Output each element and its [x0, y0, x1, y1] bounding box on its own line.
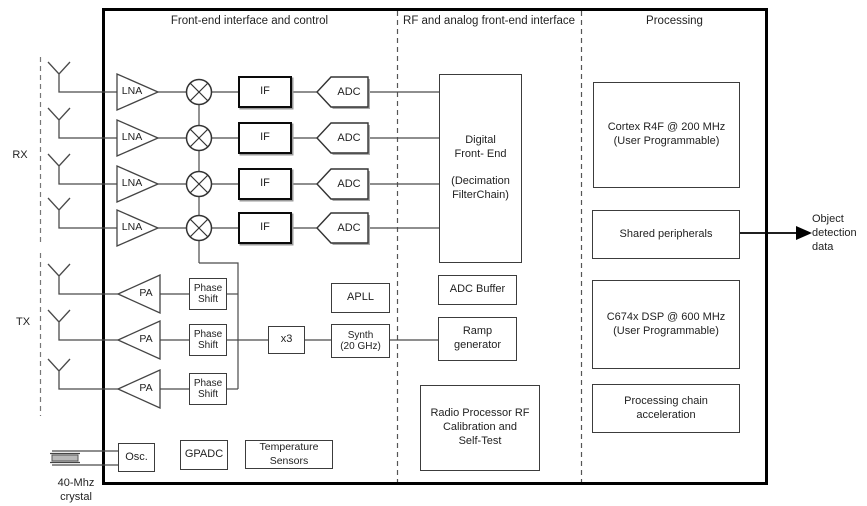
- section-title-processing: Processing: [646, 15, 703, 27]
- adc-pentagon-4: [316, 212, 369, 244]
- tx-antenna-icons: [47, 263, 118, 390]
- pa-triangle-1: [116, 273, 161, 315]
- adc-label-2: ADC: [337, 131, 361, 144]
- if-block-2: IF: [238, 122, 292, 154]
- pa-triangle-2: [116, 319, 161, 361]
- if-block-4: IF: [238, 212, 292, 244]
- tx-chain-wires: [160, 293, 189, 390]
- phase-shift-block-2: Phase Shift: [189, 324, 227, 356]
- chip-boundary-box: [102, 8, 768, 485]
- processing-chain-accel-block: Processing chain acceleration: [592, 384, 740, 433]
- rx-group-label: RX: [12, 148, 28, 161]
- mixer-icon-3: [185, 170, 213, 198]
- multiplier-x3-block: x3: [268, 326, 305, 354]
- lna-triangle-1: [116, 73, 160, 111]
- adc-pentagon-2: [316, 122, 369, 154]
- lo-distribution-bus: [198, 104, 438, 390]
- if-block-1: IF: [238, 76, 292, 108]
- rx-antenna-icon-2: [47, 107, 117, 139]
- output-arrow: [740, 226, 812, 240]
- mixer-icons: [185, 78, 213, 242]
- temperature-sensors-block: Temperature Sensors: [245, 440, 333, 469]
- phase-shift-block-3: Phase Shift: [189, 373, 227, 405]
- rx-antenna-icon-1: [47, 61, 117, 93]
- rx-antenna-icon-3: [47, 153, 117, 185]
- pa-triangle-3: [116, 368, 161, 410]
- adc-label-4: ADC: [337, 221, 361, 234]
- tx-antenna-icon-3: [47, 358, 118, 390]
- adc-label-3: ADC: [337, 177, 361, 190]
- crystal-label: 40-Mhz crystal: [57, 476, 95, 503]
- adc-buffer-block: ADC Buffer: [438, 275, 517, 305]
- phase-shift-block-1: Phase Shift: [189, 278, 227, 310]
- lna-label-3: LNA: [121, 177, 143, 190]
- lna-triangle-2: [116, 119, 160, 157]
- tx-group-label: TX: [15, 315, 31, 328]
- tx-antenna-icon-2: [47, 309, 118, 341]
- lna-label-1: LNA: [121, 85, 143, 98]
- mixer-icon-4: [185, 214, 213, 242]
- tx-antenna-icon-1: [47, 263, 118, 295]
- synth-block: Synth (20 GHz): [331, 324, 390, 358]
- object-detection-data-label: Object detection data: [812, 212, 857, 254]
- lna-amplifier-icons: [116, 73, 160, 247]
- lna-label-4: LNA: [121, 221, 143, 234]
- shared-peripherals-block: Shared peripherals: [592, 210, 740, 259]
- arrowhead-icon: [796, 226, 812, 240]
- pa-amplifier-icons: [116, 273, 161, 410]
- ramp-generator-block: Ramp generator: [438, 317, 517, 361]
- pa-label-1: PA: [139, 287, 153, 300]
- rx-antenna-icons: [47, 61, 117, 229]
- lna-triangle-4: [116, 209, 160, 247]
- digital-front-end-block: Digital Front- End (Decimation FilterCha…: [439, 74, 522, 263]
- lna-label-2: LNA: [121, 131, 143, 144]
- adc-pentagon-1: [316, 76, 369, 108]
- cortex-r4f-block: Cortex R4F @ 200 MHz (User Programmable): [593, 82, 740, 188]
- pa-label-3: PA: [139, 382, 153, 395]
- adc-label-1: ADC: [337, 85, 361, 98]
- rx-antenna-icon-4: [47, 197, 117, 229]
- gpadc-block: GPADC: [180, 440, 228, 470]
- mixer-icon-2: [185, 124, 213, 152]
- pa-label-2: PA: [139, 333, 153, 346]
- c674x-dsp-block: C674x DSP @ 600 MHz (User Programmable): [592, 280, 740, 369]
- section-title-rf-analog: RF and analog front-end interface: [403, 15, 575, 27]
- rx-chain-wires: [158, 91, 439, 229]
- osc-block: Osc.: [118, 443, 155, 472]
- crystal-icon: [50, 450, 118, 466]
- adc-pentagon-3: [316, 168, 369, 200]
- section-title-front-end: Front-end interface and control: [170, 15, 329, 27]
- apll-block: APLL: [331, 283, 390, 313]
- mixer-icon-1: [185, 78, 213, 106]
- lna-triangle-3: [116, 165, 160, 203]
- adc-icons: [316, 76, 370, 245]
- radio-processor-block: Radio Processor RF Calibration and Self-…: [420, 385, 540, 471]
- if-block-3: IF: [238, 168, 292, 200]
